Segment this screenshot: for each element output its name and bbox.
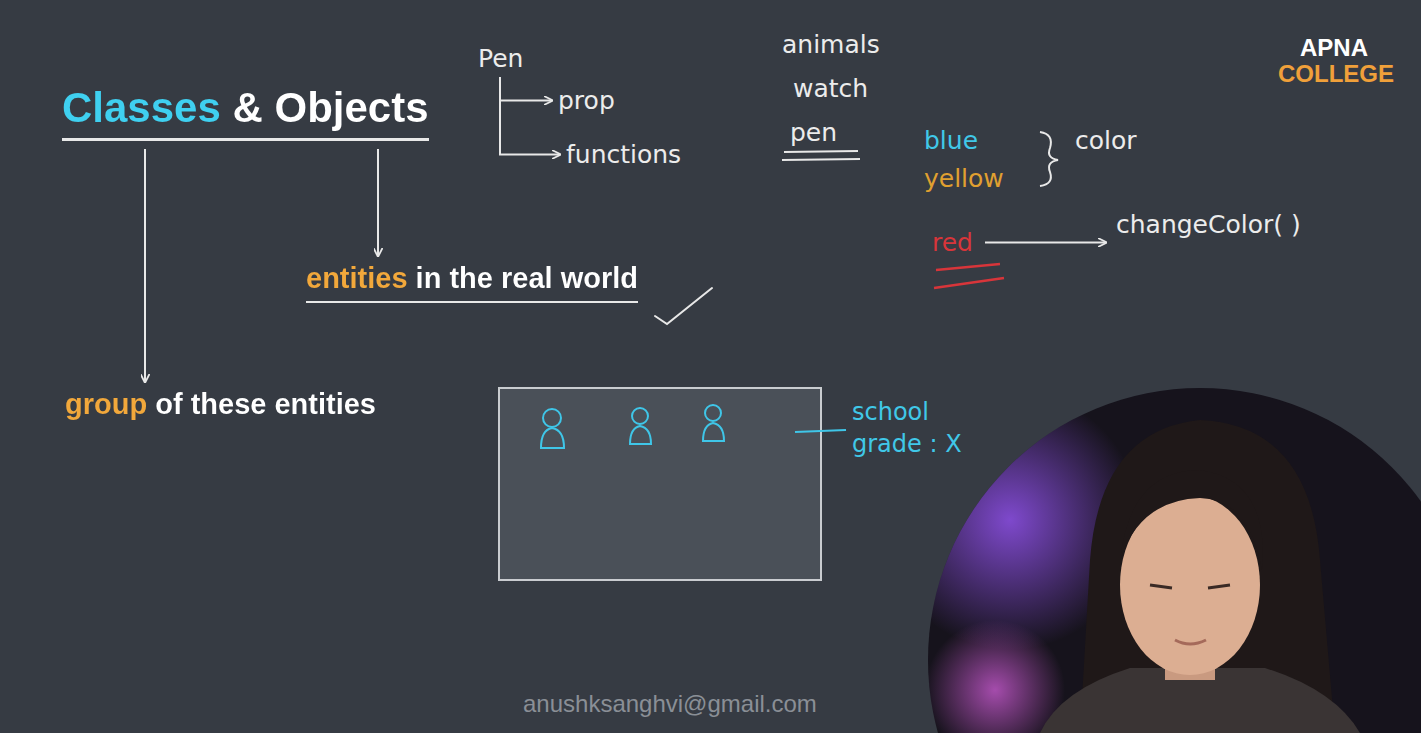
node-text: Pen bbox=[478, 44, 523, 73]
handwritten-node: prop bbox=[558, 86, 615, 115]
node-text: prop bbox=[558, 86, 615, 115]
node-text: group of these entities bbox=[65, 388, 376, 421]
node-text: changeColor( ) bbox=[1116, 210, 1301, 239]
title-node: Classes & Objects bbox=[62, 84, 429, 141]
arrow-connector bbox=[500, 77, 552, 101]
logo-text: COLLEGE bbox=[1278, 60, 1394, 88]
handwritten-note: pen bbox=[790, 118, 837, 147]
concept-node: group of these entities bbox=[65, 388, 376, 421]
handwritten-node: Pen bbox=[478, 44, 523, 73]
arrow-connector bbox=[377, 149, 379, 256]
node-text: Classes & Objects bbox=[62, 84, 429, 132]
concept-node: entities in the real world bbox=[306, 262, 638, 303]
brace bbox=[1040, 132, 1058, 186]
arrow-connector bbox=[144, 149, 146, 382]
handwritten-note: color bbox=[1075, 126, 1137, 155]
logo-text: APNA bbox=[1300, 34, 1368, 62]
arrow-connector bbox=[500, 77, 560, 155]
arrow-connector bbox=[985, 242, 1106, 244]
group-box bbox=[499, 388, 821, 580]
check-mark bbox=[655, 288, 712, 324]
node-text: functions bbox=[566, 140, 681, 169]
handwritten-note: yellow bbox=[924, 164, 1004, 193]
handwritten-note: animals bbox=[782, 30, 880, 59]
node-text: red bbox=[932, 228, 973, 257]
leader-line bbox=[795, 430, 846, 432]
handwritten-note: school grade : X bbox=[852, 396, 977, 461]
handwritten-node: functions bbox=[566, 140, 681, 169]
handwritten-note: watch bbox=[793, 74, 868, 103]
watermark: anushksanghvi@gmail.com bbox=[523, 690, 817, 718]
underline bbox=[934, 264, 1004, 288]
handwritten-node: changeColor( ) bbox=[1116, 210, 1301, 239]
node-text: entities in the real world bbox=[306, 262, 638, 295]
handwritten-node: red bbox=[932, 228, 973, 257]
handwritten-note: blue bbox=[924, 126, 978, 155]
underline bbox=[782, 151, 860, 160]
person-icons bbox=[541, 405, 724, 448]
